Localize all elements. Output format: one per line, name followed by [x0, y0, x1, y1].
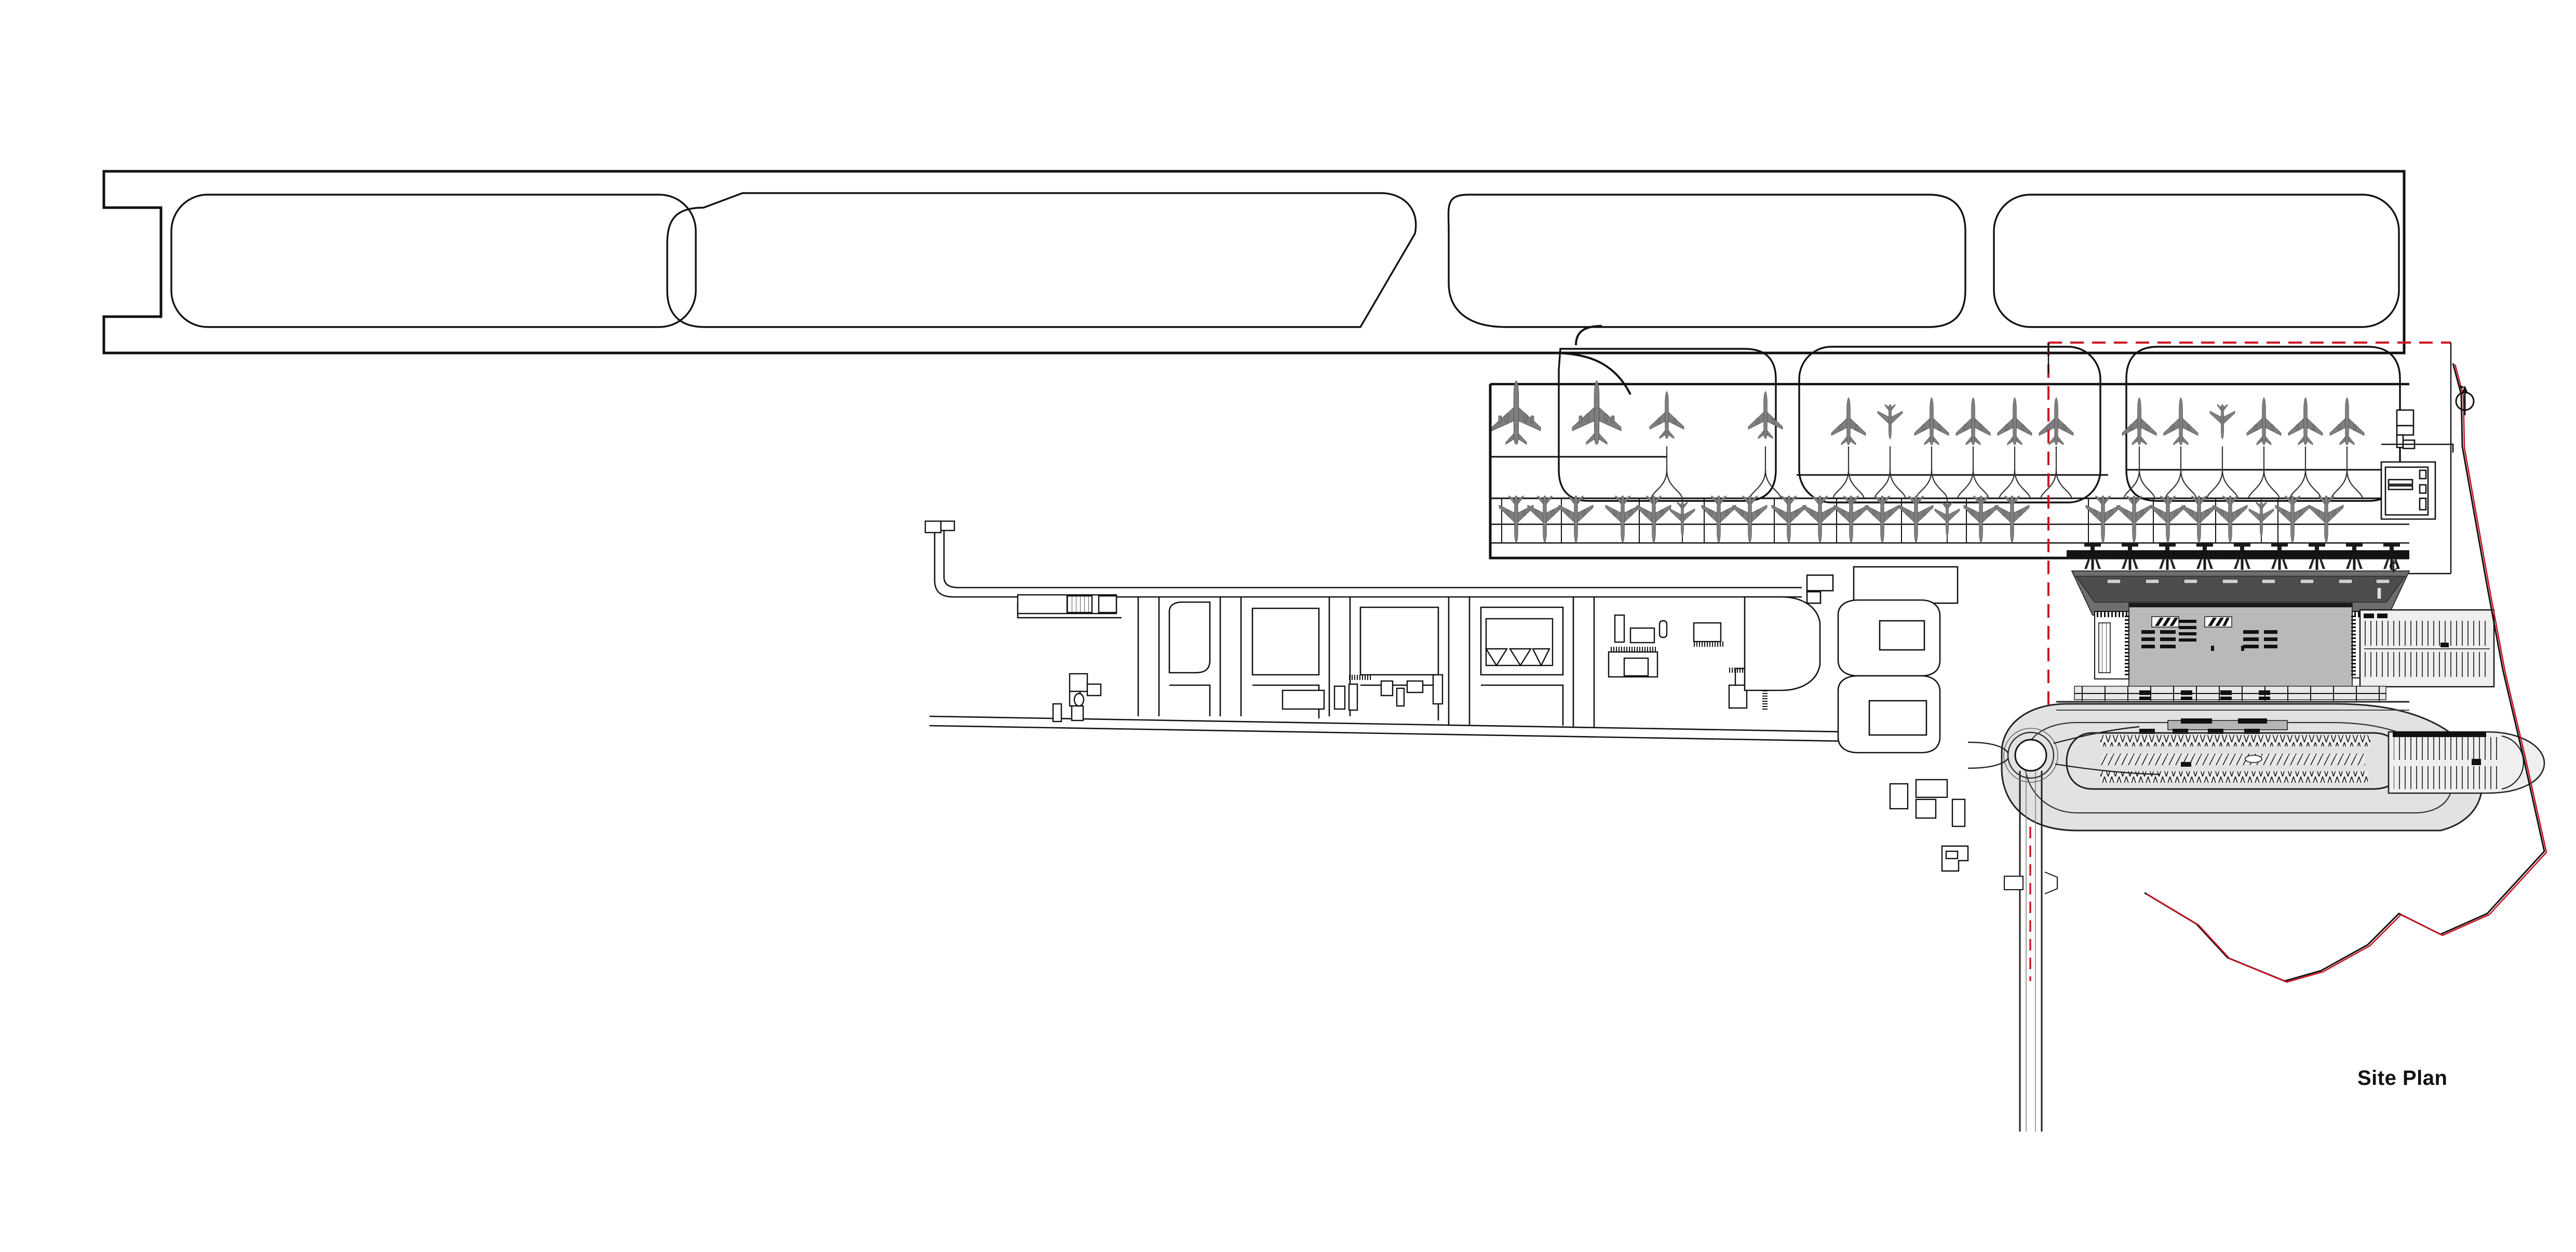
building-m1	[1853, 566, 1959, 604]
apron-island-2	[1798, 346, 2101, 503]
taxiway-island-2	[666, 192, 1417, 328]
terminal-building	[2128, 603, 2353, 699]
east-loop-parking	[2388, 731, 2545, 794]
runway-strip	[102, 170, 2406, 355]
taxiway-island-4	[1993, 194, 2400, 328]
north-arrow-secondary-icon	[2390, 560, 2398, 573]
roundabout	[2014, 739, 2047, 772]
curbside-roadway	[2056, 686, 2409, 734]
taxiway-islands	[170, 192, 2400, 328]
maintenance-blocks	[1744, 566, 1959, 754]
apron-island-1	[1558, 348, 1777, 502]
building-c2	[1282, 689, 1325, 710]
apron-island-3	[2125, 346, 2401, 502]
taxiway-island-1	[170, 194, 697, 328]
support-buildings	[1017, 594, 1775, 723]
north-arrow-icon	[2455, 385, 2475, 415]
apron-service-band	[2067, 550, 2409, 559]
northwest-outbuilding	[924, 520, 955, 534]
access-road	[1967, 726, 2161, 1132]
page-title: Site Plan	[2357, 1067, 2448, 1090]
dashed-property-line	[2029, 342, 2451, 981]
stand-dividers	[1501, 498, 2278, 543]
south-outbuildings	[1889, 779, 1969, 872]
taxiway-island-3	[1447, 194, 1966, 328]
site-boundary	[2144, 363, 2547, 983]
apron-taxiway-islands	[1558, 346, 2401, 503]
east-outbuildings	[2380, 409, 2454, 520]
building-w2	[1069, 673, 1088, 692]
parking-structure	[2359, 609, 2495, 688]
surface-parking-lot	[2066, 732, 2404, 790]
